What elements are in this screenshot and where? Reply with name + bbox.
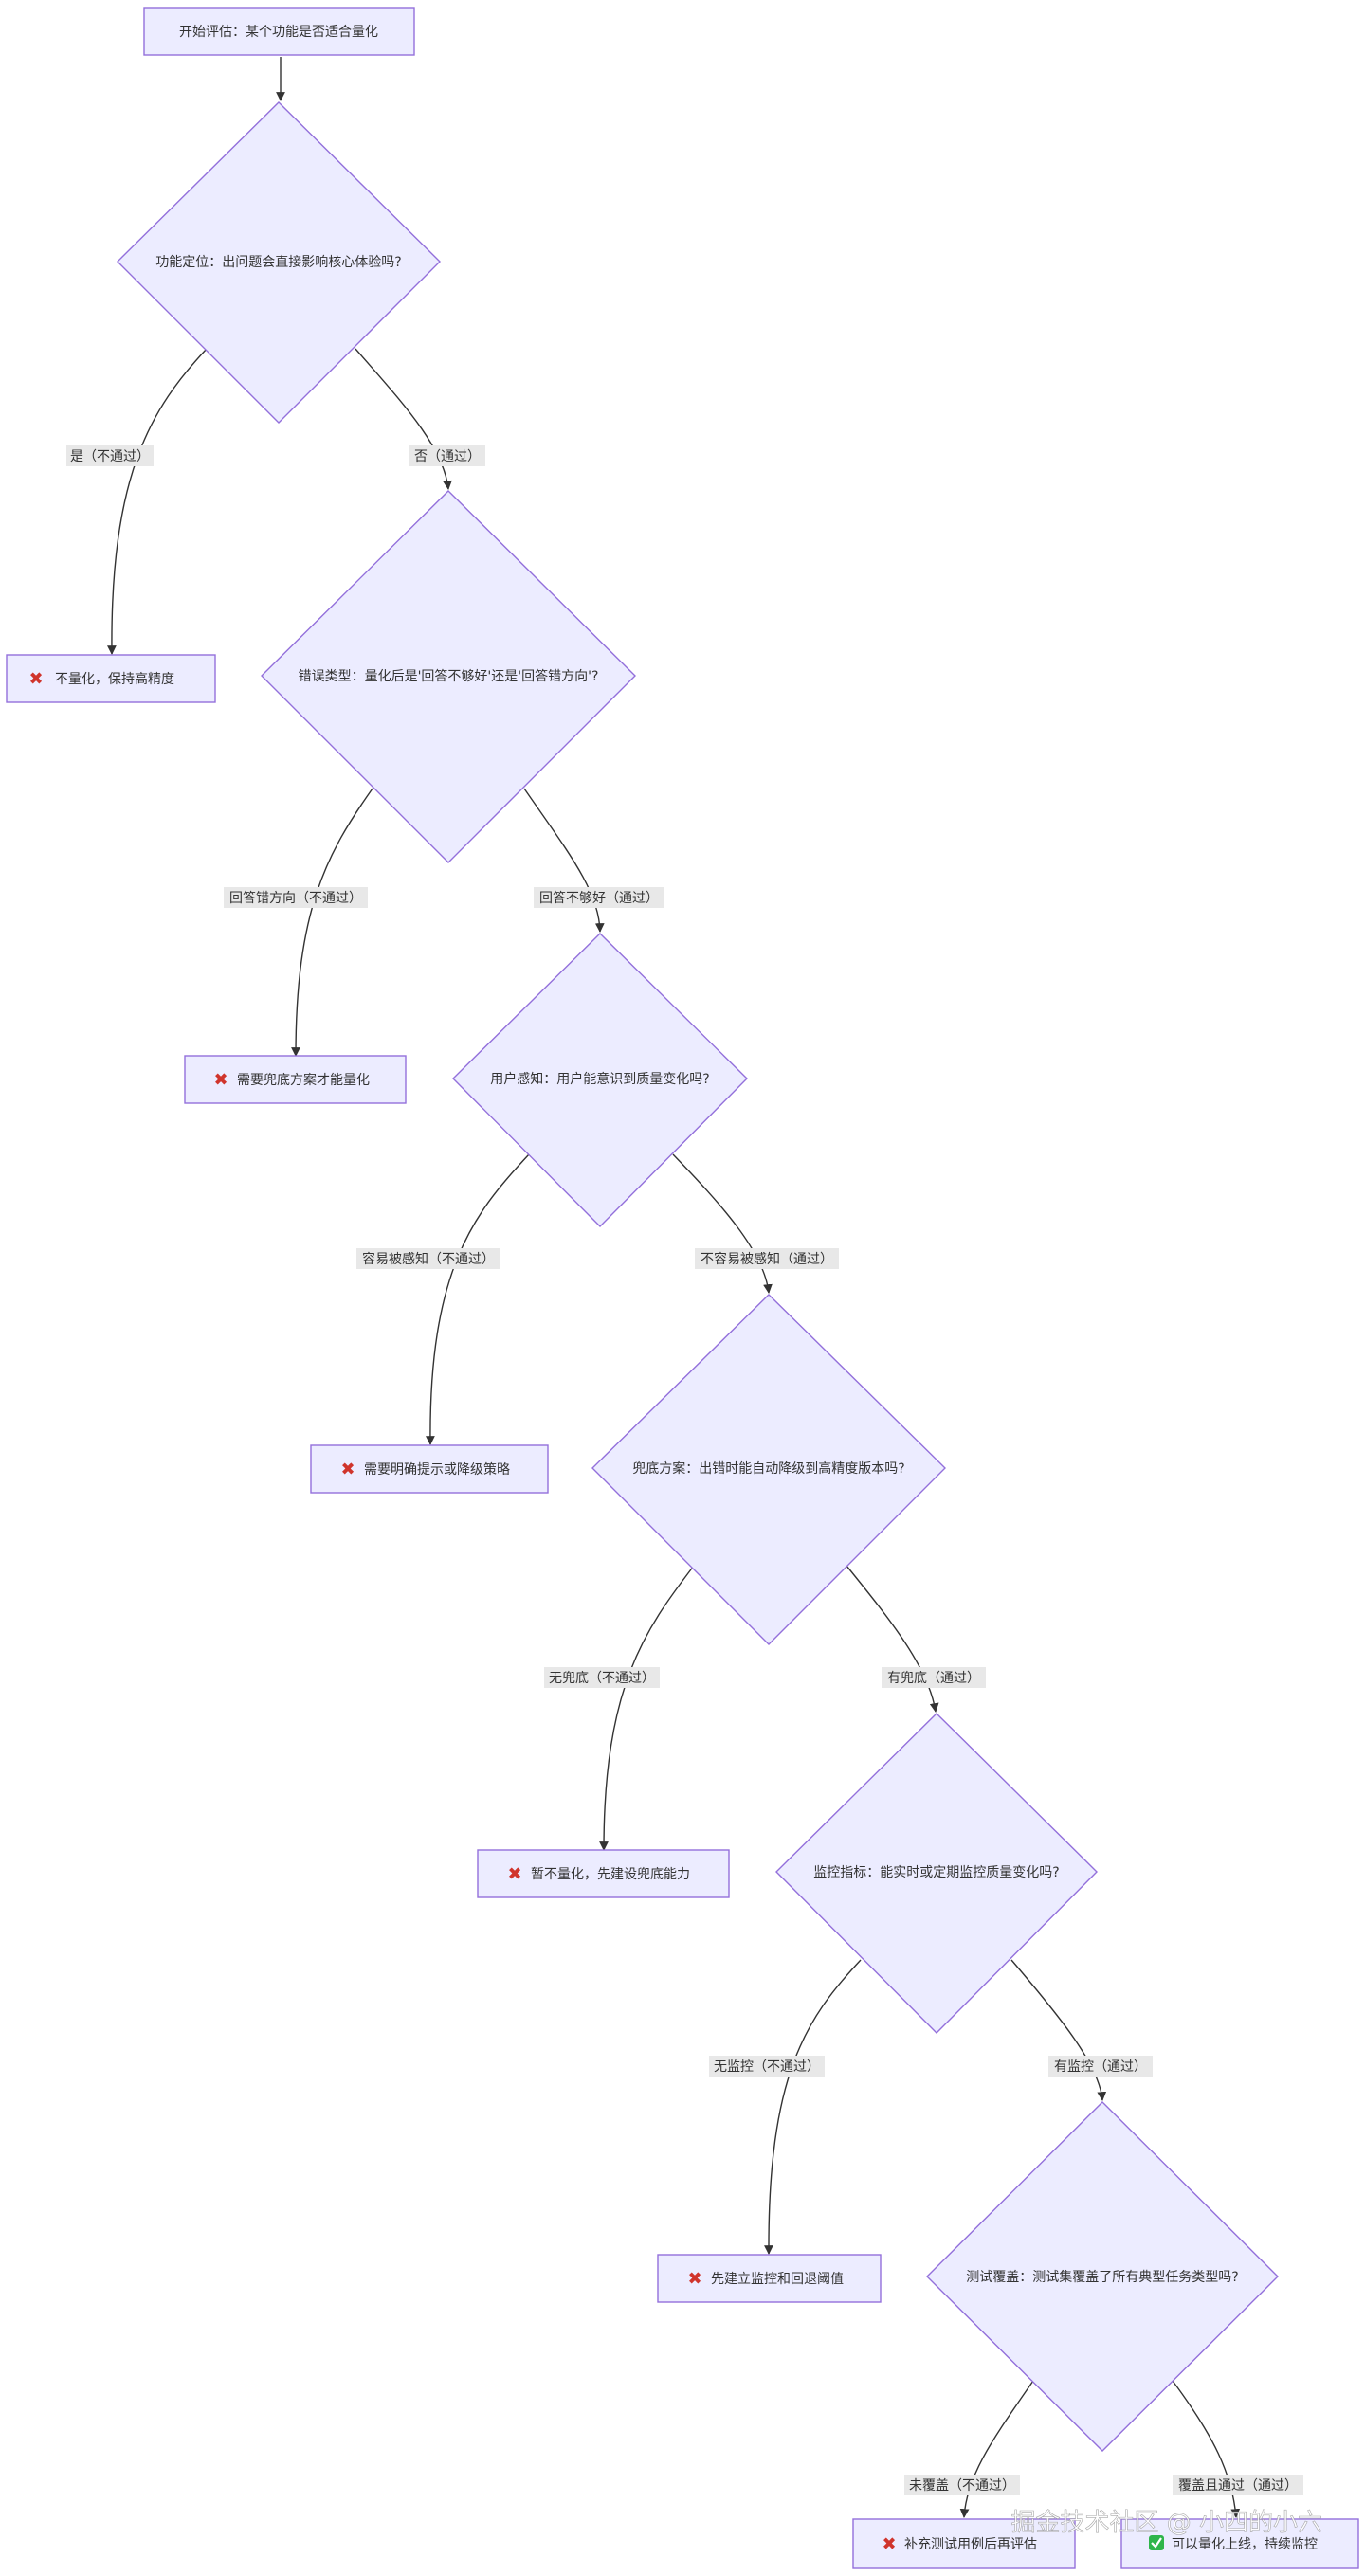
watermark-text: 掘金技术社区 @ 小四的小六 xyxy=(1010,2509,1322,2537)
edge-label-fallback-none: 无兜底（不通过） xyxy=(544,1667,660,1688)
edge-error-wrong xyxy=(291,788,373,1057)
cross-mark-icon: ✖ xyxy=(28,669,43,689)
svg-text:无兜底（不通过）: 无兜底（不通过） xyxy=(549,1671,655,1686)
node-end-add-tests: ✖ 补充测试用例后再评估 xyxy=(852,2518,1076,2569)
svg-text:开始评估：某个功能是否适合量化: 开始评估：某个功能是否适合量化 xyxy=(179,25,378,40)
svg-text:回答不够好（通过）: 回答不够好（通过） xyxy=(539,890,659,906)
svg-text:未覆盖（不通过）: 未覆盖（不通过） xyxy=(909,2478,1015,2494)
svg-text:覆盖且通过（通过）: 覆盖且通过（通过） xyxy=(1178,2478,1298,2494)
node-end-ok: 可以量化上线，持续监控 xyxy=(1120,2518,1359,2569)
edge-fallback-none xyxy=(599,1565,695,1851)
svg-text:补充测试用例后再评估: 补充测试用例后再评估 xyxy=(904,2537,1037,2552)
edge-label-coverage-none: 未覆盖（不通过） xyxy=(904,2475,1020,2495)
edge-perception-hard xyxy=(672,1153,773,1294)
edge-label-error-notgood: 回答不够好（通过） xyxy=(534,887,664,908)
edge-coverage-none xyxy=(959,2380,1034,2518)
decision-coverage: 测试覆盖：测试集覆盖了所有典型任务类型吗? xyxy=(926,2101,1279,2452)
edge-label-coverage-ok: 覆盖且通过（通过） xyxy=(1173,2475,1303,2495)
svg-text:容易被感知（不通过）: 容易被感知（不通过） xyxy=(362,1251,495,1267)
decision-function: 功能定位：出问题会直接影响核心体验吗? xyxy=(117,101,441,424)
edge-label-monitor-none: 无监控（不通过） xyxy=(709,2056,825,2077)
svg-text:功能定位：出问题会直接影响核心体验吗?: 功能定位：出问题会直接影响核心体验吗? xyxy=(155,254,401,270)
edge-monitor-none xyxy=(764,1959,862,2255)
node-end-build-fallback: ✖ 暂不量化，先建设兜底能力 xyxy=(477,1849,730,1898)
node-end-build-monitor: ✖ 先建立监控和回退阈值 xyxy=(657,2254,882,2303)
svg-text:是（不通过）: 是（不通过） xyxy=(70,449,150,464)
edge-fallback-has xyxy=(846,1565,939,1713)
decision-perception: 用户感知：用户能意识到质量变化吗? xyxy=(452,933,748,1227)
edge-monitor-has xyxy=(1010,1959,1107,2101)
svg-text:可以量化上线，持续监控: 可以量化上线，持续监控 xyxy=(1172,2536,1318,2552)
edge-perception-easy xyxy=(426,1153,530,1445)
svg-text:无监控（不通过）: 无监控（不通过） xyxy=(714,2059,820,2075)
edge-error-notgood xyxy=(523,788,605,933)
edge-label-function-yes: 是（不通过） xyxy=(66,445,154,466)
node-end-need-hint: ✖ 需要明确提示或降级策略 xyxy=(310,1444,549,1494)
edge-label-monitor-has: 有监控（通过） xyxy=(1048,2056,1153,2077)
cross-mark-icon: ✖ xyxy=(687,2269,701,2289)
svg-text:错误类型：量化后是'回答不够好'还是'回答错方向'?: 错误类型：量化后是'回答不够好'还是'回答错方向'? xyxy=(299,668,599,684)
edge-label-perception-easy: 容易被感知（不通过） xyxy=(356,1248,500,1269)
edge-label-fallback-has: 有兜底（通过） xyxy=(882,1667,986,1688)
cross-mark-icon: ✖ xyxy=(213,1070,228,1090)
node-start: 开始评估：某个功能是否适合量化 xyxy=(143,7,415,56)
svg-text:有兜底（通过）: 有兜底（通过） xyxy=(887,1671,980,1686)
nodes: 开始评估：某个功能是否适合量化 功能定位：出问题会直接影响核心体验吗? ✖ 不量… xyxy=(6,7,1359,2569)
edge-coverage-ok xyxy=(1172,2380,1241,2518)
edge-labels: 是（不通过） 否（通过） 回答错方向（不通过） 回答不够好（通过） 容易被感知（… xyxy=(66,445,1303,2495)
edge-function-yes xyxy=(107,348,208,655)
edge-label-function-no: 否（通过） xyxy=(410,445,485,466)
svg-text:用户感知：用户能意识到质量变化吗?: 用户感知：用户能意识到质量变化吗? xyxy=(490,1071,709,1087)
decision-monitor: 监控指标：能实时或定期监控质量变化吗? xyxy=(775,1713,1098,2034)
cross-mark-icon: ✖ xyxy=(507,1864,521,1884)
svg-text:先建立监控和回退阈值: 先建立监控和回退阈值 xyxy=(711,2272,844,2287)
svg-text:暂不量化，先建设兜底能力: 暂不量化，先建设兜底能力 xyxy=(531,1867,690,1882)
node-end-need-fallback: ✖ 需要兜底方案才能量化 xyxy=(184,1055,407,1104)
svg-text:需要明确提示或降级策略: 需要明确提示或降级策略 xyxy=(364,1461,510,1478)
check-mark-icon xyxy=(1149,2535,1164,2550)
decision-fallback: 兜底方案：出错时能自动降级到高精度版本吗? xyxy=(592,1294,946,1645)
svg-text:有监控（通过）: 有监控（通过） xyxy=(1054,2059,1147,2075)
svg-text:不量化，保持高精度: 不量化，保持高精度 xyxy=(55,671,174,687)
svg-text:需要兜底方案才能量化: 需要兜底方案才能量化 xyxy=(237,1072,370,1088)
svg-text:监控指标：能实时或定期监控质量变化吗?: 监控指标：能实时或定期监控质量变化吗? xyxy=(813,1865,1059,1880)
svg-text:回答错方向（不通过）: 回答错方向（不通过） xyxy=(229,890,362,906)
svg-text:兜底方案：出错时能自动降级到高精度版本吗?: 兜底方案：出错时能自动降级到高精度版本吗? xyxy=(632,1460,904,1477)
svg-text:否（通过）: 否（通过） xyxy=(414,449,481,464)
edge-label-error-wrong: 回答错方向（不通过） xyxy=(224,887,368,908)
edge-label-perception-hard: 不容易被感知（通过） xyxy=(695,1248,839,1269)
cross-mark-icon: ✖ xyxy=(882,2534,896,2554)
cross-mark-icon: ✖ xyxy=(340,1460,355,1479)
svg-text:不容易被感知（通过）: 不容易被感知（通过） xyxy=(701,1251,833,1267)
node-end-no-quant: ✖ 不量化，保持高精度 xyxy=(6,654,216,703)
decision-error-type: 错误类型：量化后是'回答不够好'还是'回答错方向'? xyxy=(261,490,636,863)
edge-function-no xyxy=(355,348,452,490)
svg-text:测试覆盖：测试集覆盖了所有典型任务类型吗?: 测试覆盖：测试集覆盖了所有典型任务类型吗? xyxy=(966,2269,1238,2285)
